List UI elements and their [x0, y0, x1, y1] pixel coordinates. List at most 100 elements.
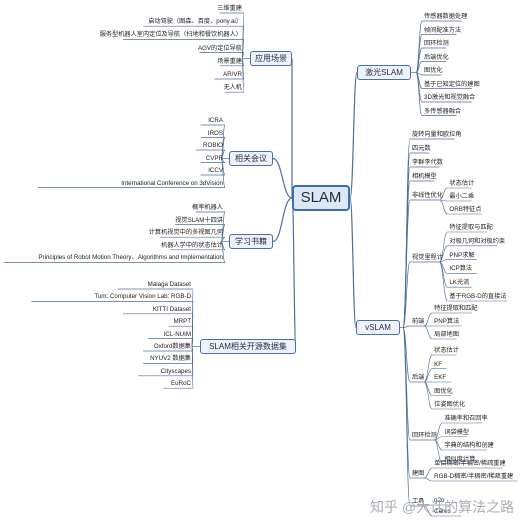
- item-laser-7: 多传感器融合: [424, 107, 462, 115]
- fan-conferences-5: [220, 158, 226, 188]
- vslam-5-child-5: 基于RGB-D的直接法: [449, 293, 507, 300]
- vslam-8-child-2: 字典的结构和创建: [444, 442, 494, 449]
- vslam-item-8: 回环检测: [412, 432, 437, 439]
- connector-root-conferences: [272, 157, 293, 199]
- vslam-4-child-1: 最小二乘: [449, 193, 475, 200]
- item-books-1: 视觉SLAM十四讲: [175, 216, 223, 224]
- vslam-item-1: 四元数: [412, 145, 431, 152]
- item-laser-3: 后端优化: [424, 53, 449, 61]
- vslam-8-child-0: 准确率和召回率: [444, 415, 488, 422]
- connector-root-laser: [349, 71, 358, 199]
- fan-scenes-6: [241, 58, 245, 93]
- vslam-fan-4: [402, 199, 411, 328]
- vslam-7-child-fan-0: [423, 354, 433, 383]
- vslam-6-child-0: 特征提取和匹配: [434, 305, 478, 312]
- vslam-item-5: 视觉里程计: [412, 254, 443, 261]
- item-conferences-2: ROBIO: [203, 142, 223, 149]
- vslam-6-child-2: 局部地图: [434, 331, 459, 338]
- vslam-4-child-0: 状态估计: [449, 180, 475, 187]
- item-scenes-4: 场景重建: [217, 57, 242, 65]
- vslam-5-child-1: 对极几何和对极约束: [449, 237, 506, 245]
- item-datasets-7: Cityscapes: [160, 367, 191, 375]
- vslam-4-child-2: ORB特征点: [449, 206, 482, 213]
- item-laser-4: 图优化: [424, 67, 443, 74]
- vslam-7-child-fan-4: [423, 381, 433, 410]
- item-scenes-3: AGV的定位导航: [197, 44, 242, 52]
- branch-vslam: vSLAM: [356, 320, 400, 335]
- item-scenes-0: 三维重建: [217, 5, 242, 12]
- item-datasets-0: Malaga Dataset: [147, 281, 191, 288]
- vslam-5-child-2: PNP求解: [449, 251, 475, 259]
- vslam-10-child-1: Ceres: [434, 508, 451, 515]
- vslam-9-child-1: RGB-D稠密/半稠密/稀疏重建: [434, 473, 514, 480]
- vslam-item-3: 相机模型: [412, 173, 437, 180]
- vslam-6-child-fan-0: [424, 312, 433, 327]
- item-laser-5: 基于已知定位的建图: [424, 80, 480, 88]
- item-datasets-8: EuRoC: [171, 380, 191, 388]
- item-laser-1: 帧间配准方法: [424, 26, 462, 34]
- vslam-5-child-fan-5: [439, 261, 448, 302]
- vslam-item-10: 工具: [412, 498, 425, 505]
- vslam-9-child-fan-0: [424, 467, 433, 479]
- item-scenes-1: 启动驾驶（图森、百度、pony.ai）: [148, 18, 242, 26]
- vslam-9-child-0: 单目稠密/半稠密/稀疏重建: [434, 460, 506, 467]
- vslam-5-child-3: ICP算法: [449, 265, 473, 273]
- vslam-10-child-fan-1: [424, 505, 433, 517]
- fan-laser-0: [415, 20, 423, 73]
- item-laser-6: 3D激光和视觉融合: [424, 94, 476, 101]
- connector-root-books: [272, 197, 293, 243]
- vslam-8-child-fan-3: [434, 439, 443, 464]
- item-conferences-5: International Conference on 3dVision: [121, 179, 223, 187]
- vslam-4-child-fan-2: [439, 199, 448, 215]
- fan-laser-7: [415, 72, 423, 116]
- vslam-item-4: 非线性优化: [412, 192, 443, 199]
- item-conferences-4: ICCV: [208, 167, 223, 174]
- vslam-fan-6: [402, 325, 411, 328]
- vslam-7-child-1: KF: [434, 360, 443, 368]
- vslam-item-2: 李群李代数: [412, 159, 443, 166]
- vslam-4-child-fan-0: [439, 187, 448, 201]
- item-books-4: Principles of Robot Motion Theory、Algori…: [38, 254, 223, 262]
- connector-root-datasets: [291, 197, 297, 348]
- vslam-7-child-4: 位姿图优化: [434, 401, 466, 408]
- vslam-fan-8: [402, 327, 411, 441]
- vslam-item-0: 旋转向量和欧拉角: [412, 131, 462, 138]
- vslam-7-child-0: 状态估计: [434, 347, 459, 354]
- branch-conferences: 相关会议: [229, 151, 273, 166]
- branch-laser: 激光SLAM: [357, 65, 411, 80]
- item-datasets-5: Oxford数据集: [153, 343, 191, 350]
- vslam-6-child-1: PNP算法: [434, 318, 460, 325]
- item-conferences-0: ICRA: [208, 117, 223, 124]
- item-scenes-2: 服务型机器人室内定位及导航（扫地和餐饮机器人）: [99, 31, 242, 39]
- vslam-9-child-fan-1: [424, 477, 433, 482]
- vslam-8-child-3: 相似度计算: [444, 455, 476, 463]
- fan-laser-3: [415, 61, 423, 73]
- item-laser-2: 回环检测: [424, 40, 449, 47]
- vslam-fan-5: [402, 261, 411, 328]
- vslam-7-child-fan-3: [424, 381, 433, 396]
- connector-root-vslam: [349, 197, 357, 329]
- item-conferences-1: IROS: [207, 129, 223, 137]
- item-datasets-6: NYUV2 数据集: [150, 355, 191, 363]
- fan-books-4: [220, 241, 226, 263]
- vslam-5-child-fan-2: [439, 259, 448, 263]
- item-datasets-3: MRPT: [173, 318, 191, 326]
- item-books-0: 概率机器人: [192, 204, 223, 211]
- item-conferences-3: CVPR: [205, 154, 223, 162]
- item-datasets-2: KITTI Dataset: [152, 305, 191, 313]
- branch-datasets: SLAM相关开源数据集: [200, 339, 296, 354]
- vslam-item-7: 后端: [412, 374, 425, 381]
- branch-books: 学习书籍: [229, 234, 273, 249]
- item-scenes-5: AR/VR: [223, 71, 242, 78]
- fan-datasets-8: [191, 346, 194, 389]
- vslam-5-child-fan-0: [439, 231, 448, 263]
- vslam-5-child-fan-1: [439, 245, 448, 263]
- vslam-7-child-2: EKF: [434, 374, 447, 381]
- vslam-5-child-0: 特征提取与匹配: [449, 224, 493, 231]
- item-scenes-6: 无人机: [223, 84, 242, 92]
- vslam-5-child-4: LK光流: [449, 279, 470, 287]
- branch-scenes: 应用场景: [250, 51, 292, 66]
- vslam-8-child-fan-0: [434, 422, 443, 441]
- vslam-item-9: 建图: [412, 470, 425, 477]
